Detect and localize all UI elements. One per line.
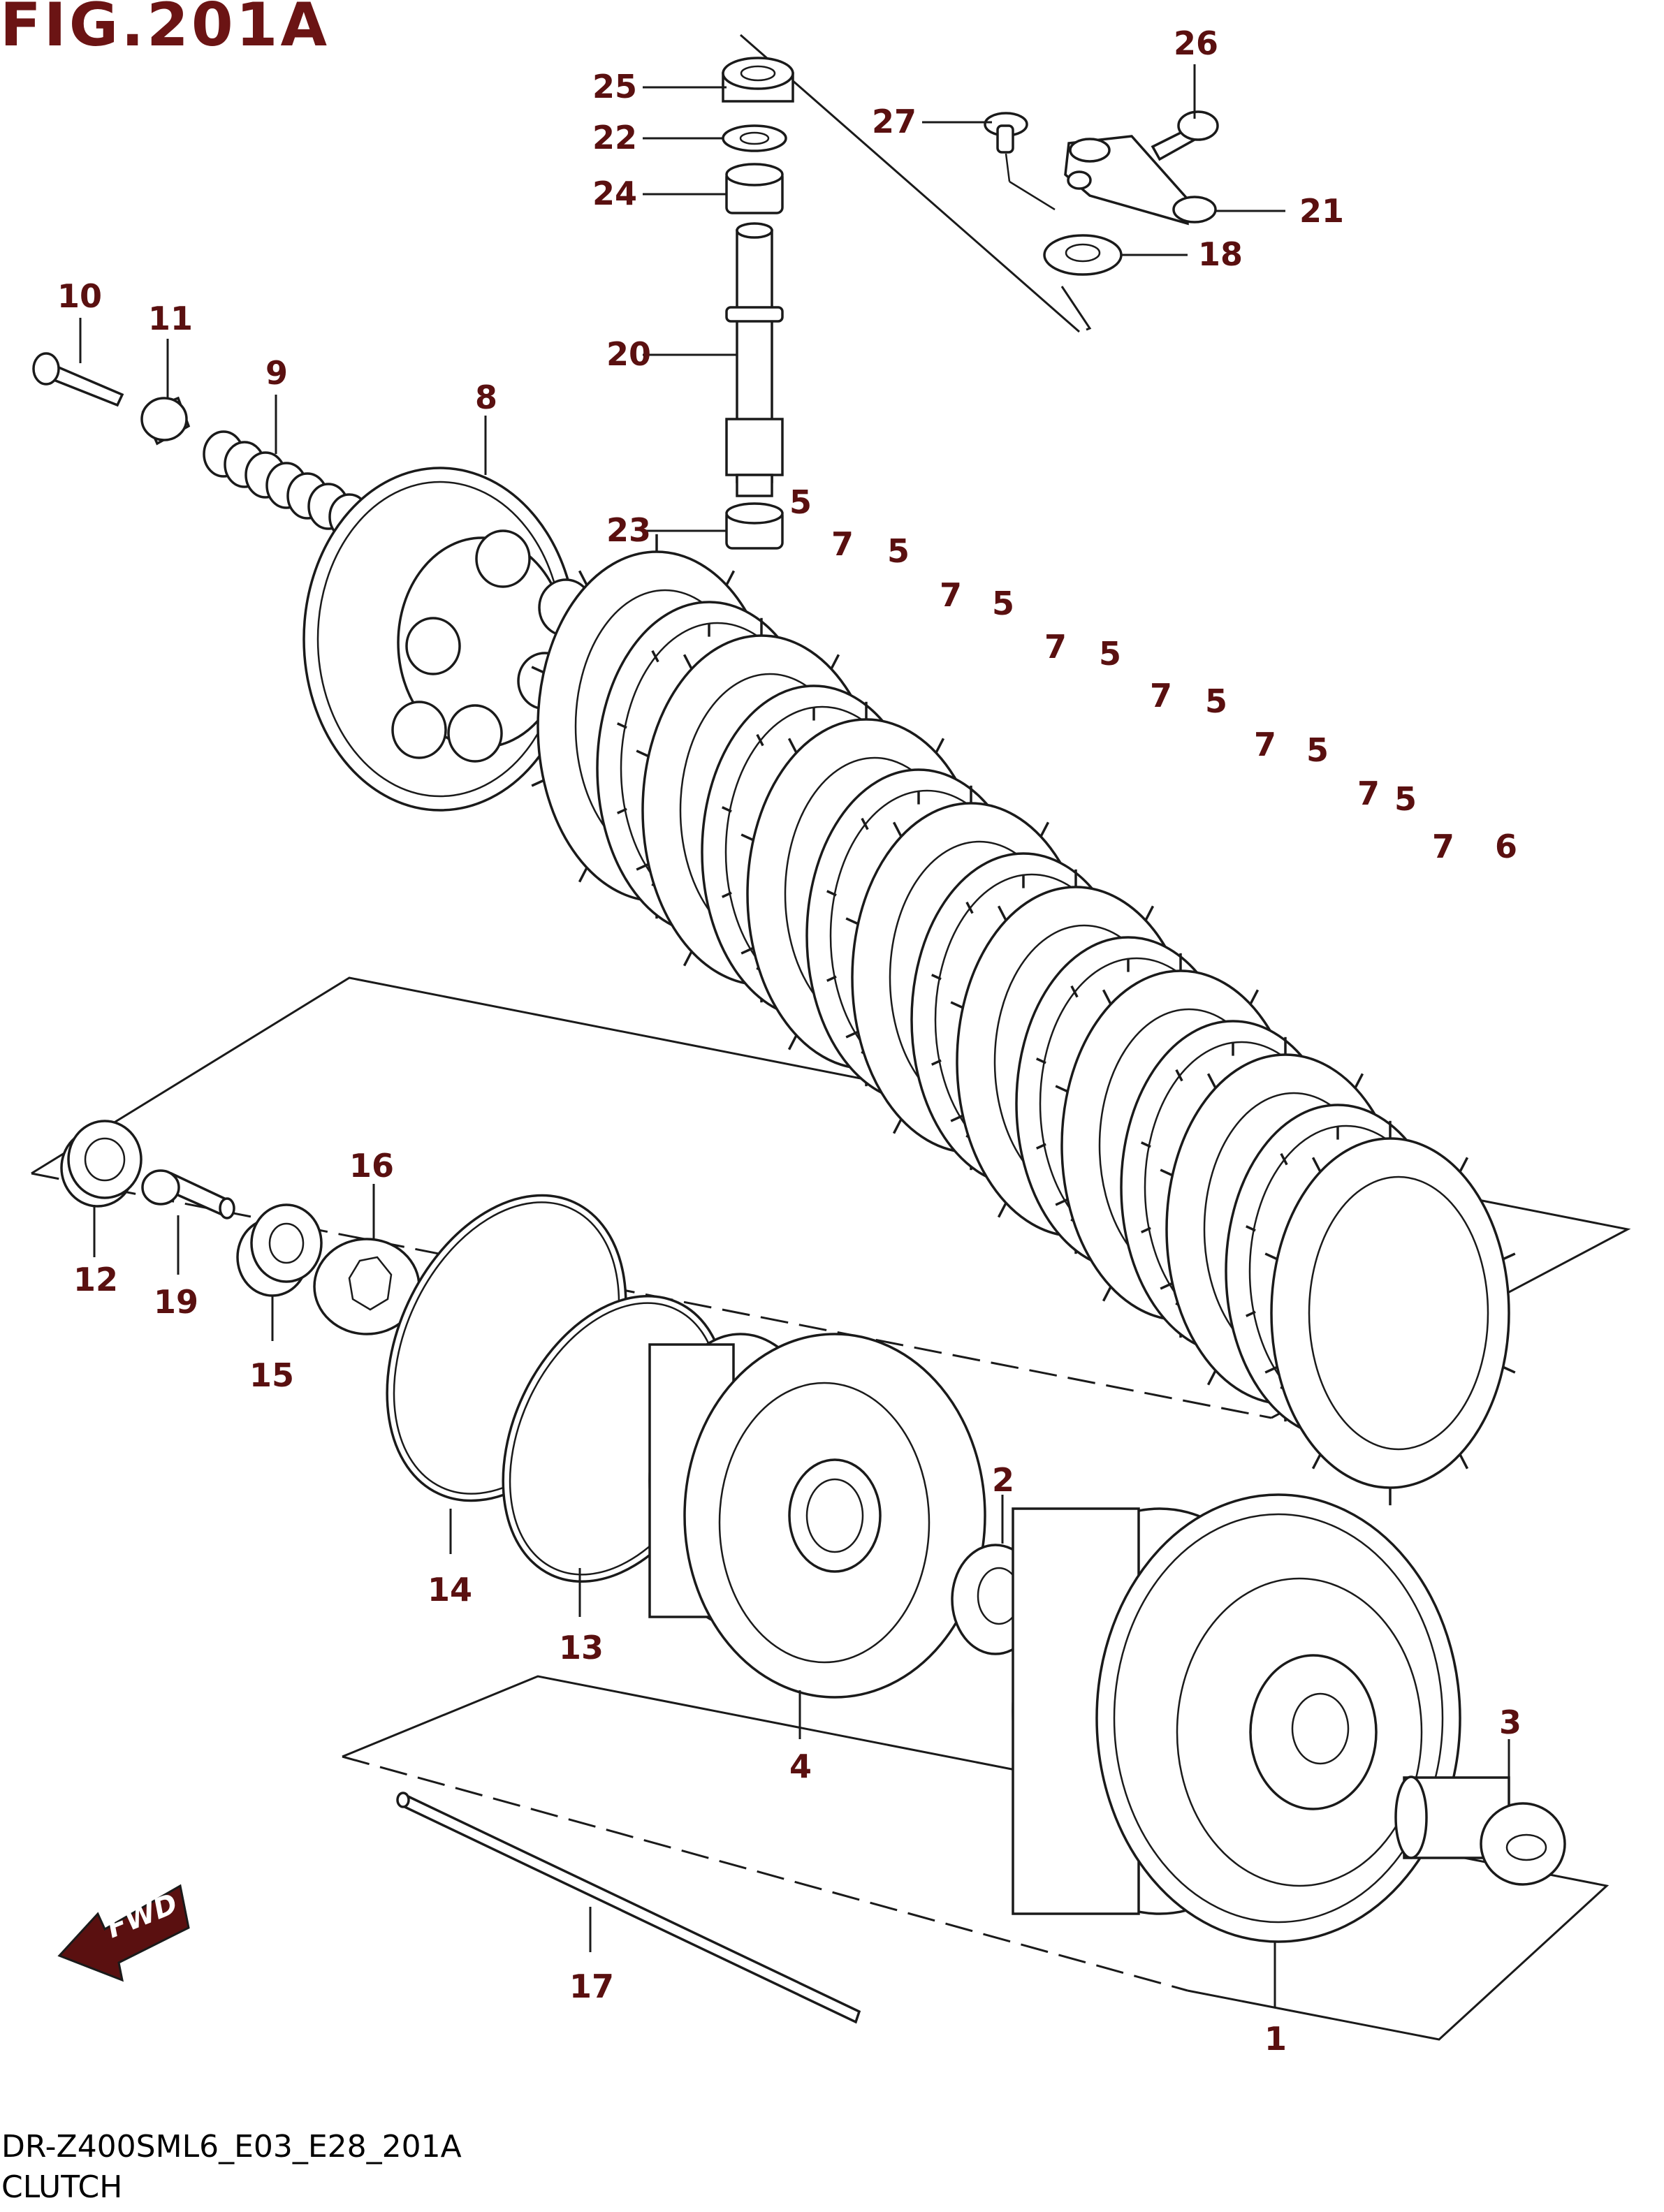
callout-14: 14 xyxy=(428,1571,472,1609)
callout-11: 11 xyxy=(148,300,193,337)
callout-7b: 7 xyxy=(940,576,962,614)
callout-5c: 5 xyxy=(992,585,1014,622)
callout-9: 9 xyxy=(265,354,288,392)
callout-17: 17 xyxy=(569,1968,614,2005)
callout-13: 13 xyxy=(559,1629,604,1667)
callout-16: 16 xyxy=(349,1147,394,1185)
spacer-3 xyxy=(1394,1775,1566,1886)
callout-5e: 5 xyxy=(1205,682,1227,720)
callout-18: 18 xyxy=(1198,235,1243,273)
release-arm-washer xyxy=(1043,234,1123,276)
callout-5g: 5 xyxy=(1394,780,1417,818)
clutch-push-rod xyxy=(396,1792,861,2024)
callout-5a: 5 xyxy=(789,483,812,521)
callout-21: 21 xyxy=(1299,192,1344,230)
callout-labels: 25 22 24 20 23 27 26 21 18 10 11 9 8 5 7… xyxy=(57,24,1521,2058)
clutch-sleeve-hub xyxy=(648,1333,986,1699)
callout-6: 6 xyxy=(1495,828,1517,865)
callout-3: 3 xyxy=(1499,1704,1521,1741)
callout-10: 10 xyxy=(57,277,102,315)
drive-plate xyxy=(1264,1120,1516,1506)
callout-7d: 7 xyxy=(1150,677,1172,715)
washer-22 xyxy=(722,124,787,152)
callout-8: 8 xyxy=(475,379,497,416)
forward-direction-arrow: FWD xyxy=(57,1884,190,1982)
figure-name: CLUTCH xyxy=(1,2169,123,2205)
callout-7f: 7 xyxy=(1357,775,1380,812)
callout-7a: 7 xyxy=(831,525,854,563)
leader-lines xyxy=(79,64,1510,2008)
callout-1: 1 xyxy=(1264,2020,1287,2058)
callout-5f: 5 xyxy=(1306,731,1329,769)
callout-12: 12 xyxy=(73,1261,118,1298)
callout-24: 24 xyxy=(592,175,637,212)
callout-26: 26 xyxy=(1174,24,1218,62)
release-arm-group xyxy=(984,110,1219,276)
bearing-12 xyxy=(60,1120,143,1208)
callout-7c: 7 xyxy=(1044,628,1067,666)
release-arm-collar xyxy=(1172,196,1217,224)
release-shaft-group xyxy=(722,57,794,550)
callout-22: 22 xyxy=(592,119,637,156)
callout-4: 4 xyxy=(789,1748,812,1785)
callout-5b: 5 xyxy=(887,532,910,570)
callout-25: 25 xyxy=(592,68,637,105)
callout-7g: 7 xyxy=(1432,828,1454,865)
callout-15: 15 xyxy=(249,1356,294,1394)
figure-title: FIG.201A xyxy=(0,0,330,60)
callout-2: 2 xyxy=(992,1461,1014,1499)
callout-19: 19 xyxy=(154,1283,198,1321)
primary-driven-gear-assembly xyxy=(1012,1493,1461,1943)
pushrod-piece-19 xyxy=(141,1169,235,1219)
spring-bolt-group xyxy=(32,352,370,541)
lower-small-parts xyxy=(60,1120,421,1335)
figure-code: DR-Z400SML6_E03_E28_201A xyxy=(1,2129,462,2165)
thrust-bearing-15 xyxy=(236,1203,323,1297)
clutch-plate-stack xyxy=(531,534,1516,1506)
callout-7e: 7 xyxy=(1254,726,1276,763)
callout-27: 27 xyxy=(872,103,917,140)
callout-20: 20 xyxy=(606,335,651,373)
callout-23: 23 xyxy=(606,511,651,549)
callout-5d: 5 xyxy=(1099,635,1121,673)
